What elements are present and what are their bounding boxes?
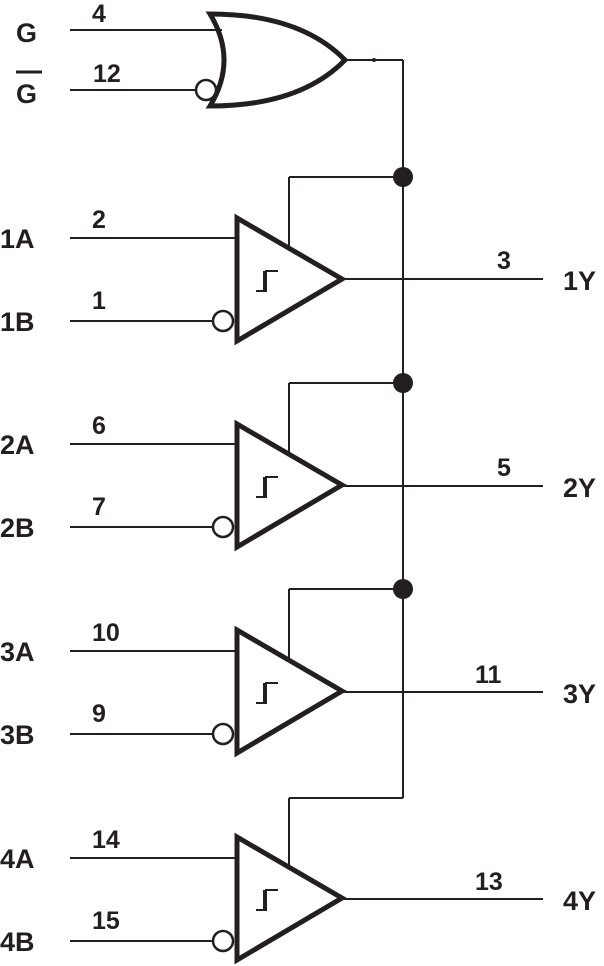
y-label-3: 3Y bbox=[563, 679, 596, 709]
gbar-pin-number: 12 bbox=[93, 60, 121, 88]
b-label-2: 2B bbox=[0, 513, 35, 543]
g-pin-number: 4 bbox=[92, 0, 106, 28]
a-pin-3: 10 bbox=[92, 619, 120, 647]
b-inversion-bubble-1 bbox=[211, 309, 235, 333]
b-label-1: 1B bbox=[0, 307, 35, 337]
receiver-4: 4A 14 4B 15 4Y 13 bbox=[0, 797, 596, 965]
receiver-body-2 bbox=[234, 419, 347, 552]
hysteresis-icon-2 bbox=[256, 476, 278, 498]
a-label-2: 2A bbox=[0, 430, 35, 460]
hysteresis-icon-3 bbox=[256, 682, 278, 704]
y-pin-3: 11 bbox=[475, 661, 502, 689]
enable-output-tick bbox=[372, 58, 376, 62]
gbar-label: G bbox=[16, 79, 37, 109]
receiver-3: 3A 10 3B 9 3Y 11 bbox=[0, 588, 596, 758]
b-inversion-bubble-2 bbox=[211, 515, 235, 539]
hysteresis-icon-1 bbox=[256, 270, 278, 292]
b-label-3: 3B bbox=[0, 720, 35, 750]
b-inversion-bubble-3 bbox=[211, 722, 235, 746]
enable-or-gate: G 4 G 12 bbox=[16, 0, 403, 109]
receiver-1: 1A 2 1B 1 1Y 3 bbox=[0, 176, 596, 346]
b-label-4: 4B bbox=[0, 927, 35, 957]
a-label-3: 3A bbox=[0, 637, 35, 667]
a-label-1: 1A bbox=[0, 224, 35, 254]
y-label-4: 4Y bbox=[563, 886, 596, 916]
receiver-2: 2A 6 2B 7 2Y 5 bbox=[0, 382, 596, 552]
g-label: G bbox=[16, 18, 37, 48]
a-pin-4: 14 bbox=[92, 826, 120, 854]
y-pin-4: 13 bbox=[475, 868, 503, 896]
a-label-4: 4A bbox=[0, 844, 35, 874]
b-pin-4: 15 bbox=[92, 907, 120, 935]
b-pin-1: 1 bbox=[92, 287, 106, 315]
a-pin-2: 6 bbox=[92, 412, 106, 440]
b-pin-3: 9 bbox=[92, 700, 106, 728]
receiver-body-4 bbox=[234, 832, 347, 965]
receiver-body-1 bbox=[234, 213, 347, 346]
b-inversion-bubble-4 bbox=[211, 929, 235, 953]
y-label-2: 2Y bbox=[563, 473, 596, 503]
y-pin-2: 5 bbox=[497, 454, 511, 482]
hysteresis-icon-4 bbox=[256, 889, 278, 911]
b-pin-2: 7 bbox=[92, 493, 106, 521]
a-pin-1: 2 bbox=[92, 206, 106, 234]
receiver-body-3 bbox=[234, 625, 347, 758]
y-label-1: 1Y bbox=[563, 266, 596, 296]
or-gate-body bbox=[205, 11, 349, 109]
y-pin-1: 3 bbox=[497, 247, 511, 275]
